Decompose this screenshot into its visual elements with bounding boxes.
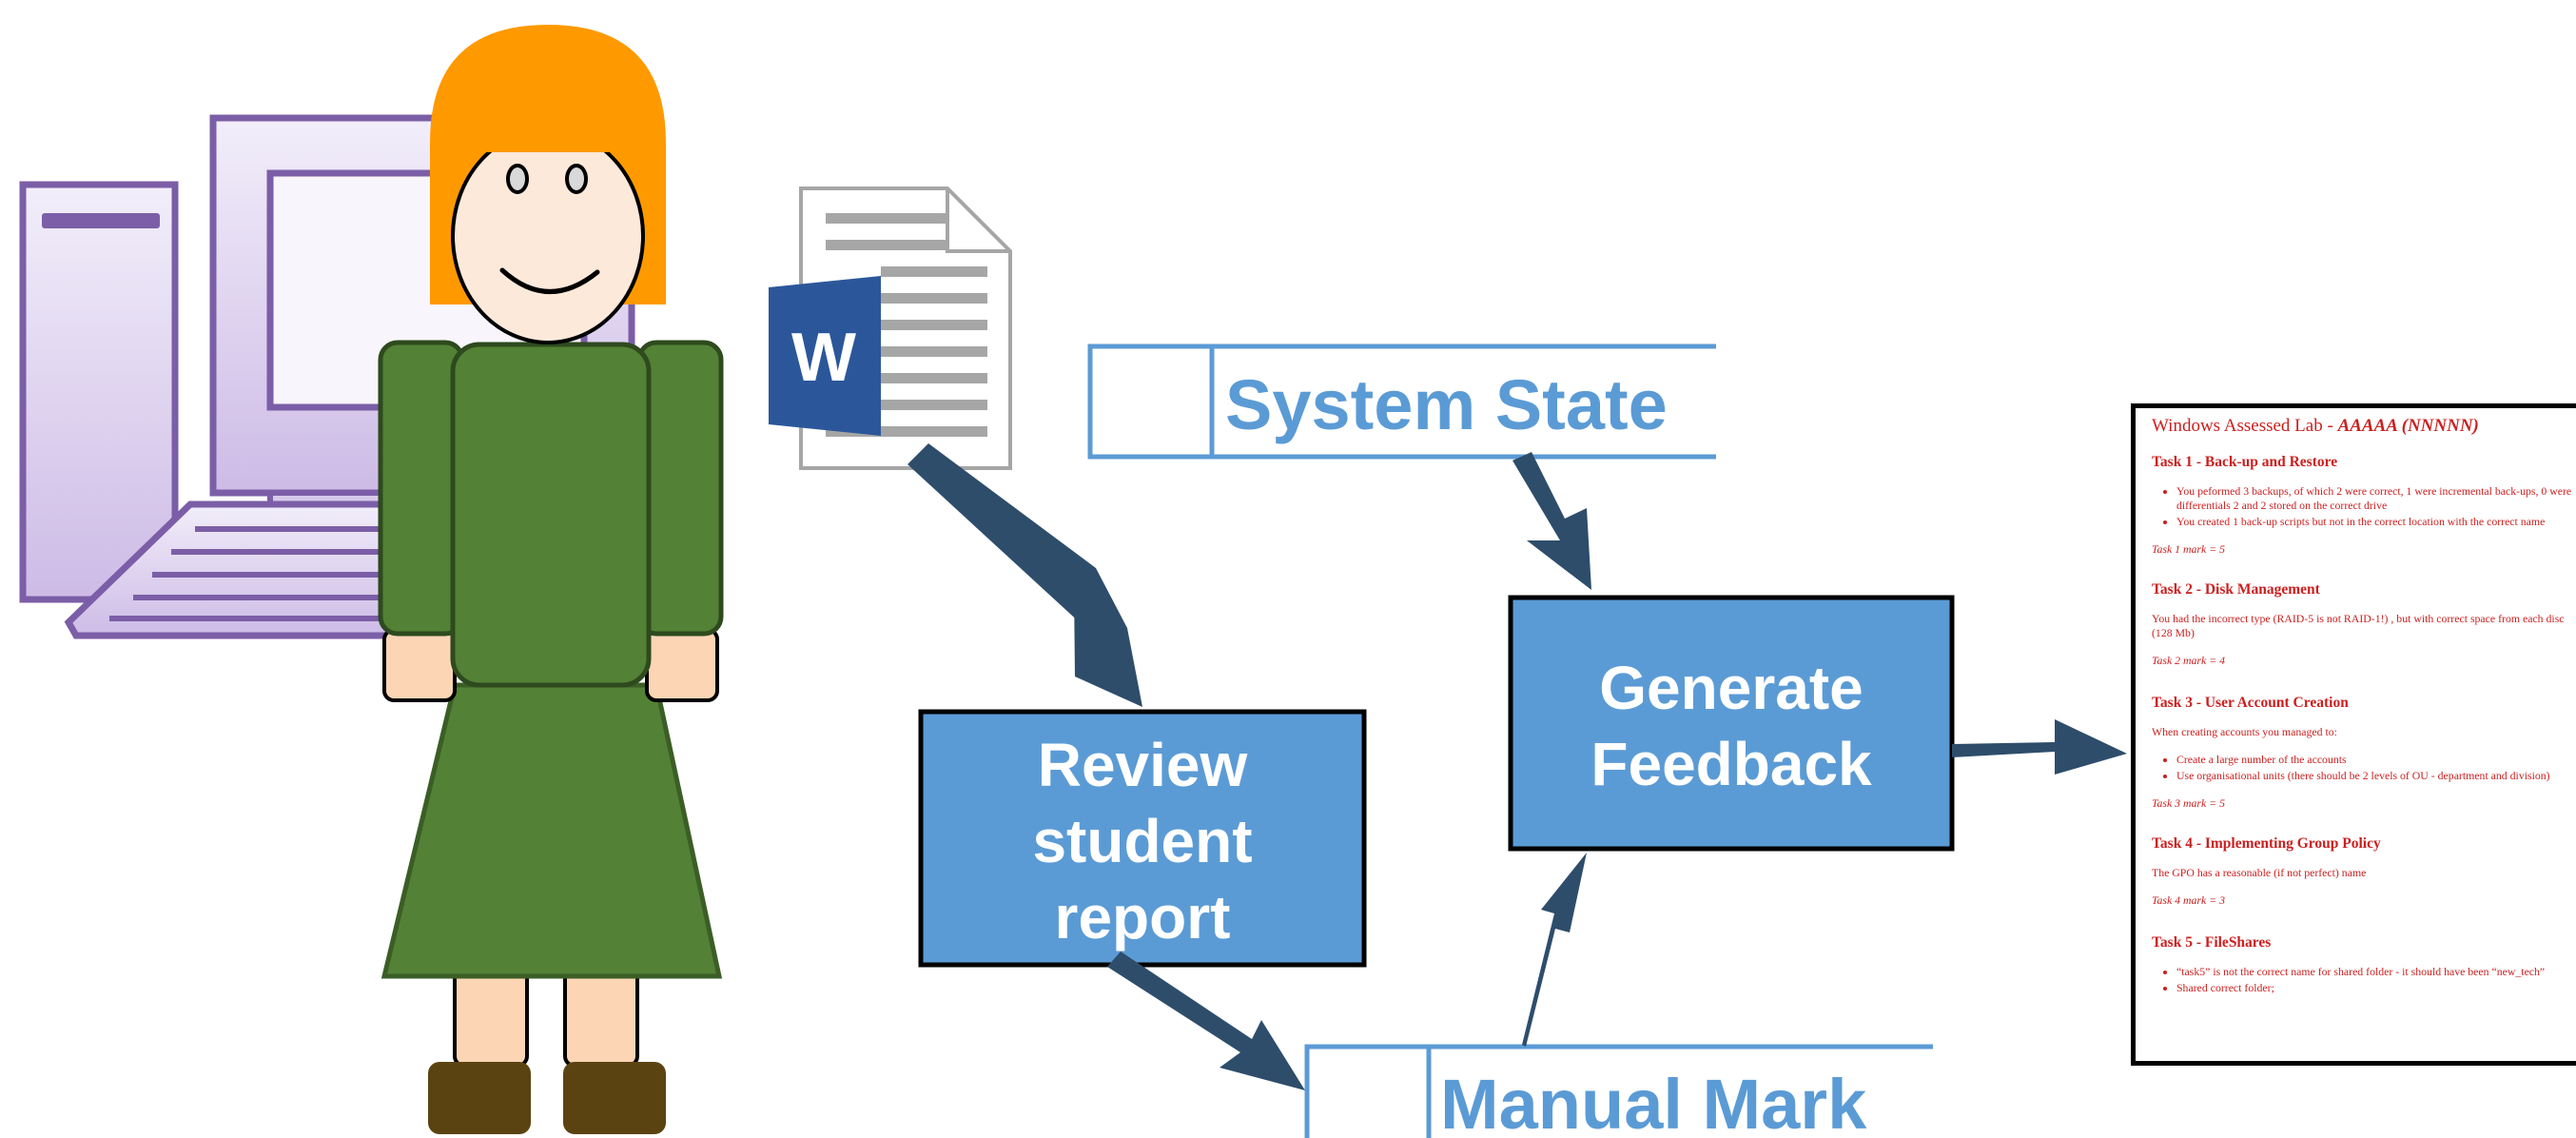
report-task-3-list: Create a large number of the accounts Us… <box>2152 753 2576 783</box>
report-task-2-mark: Task 2 mark = 4 <box>2152 654 2226 667</box>
generate-box <box>1508 595 1955 852</box>
generate-label-line-2: Feedback <box>1590 730 1872 798</box>
left-eye <box>506 164 529 194</box>
review-label-line-3: report <box>1055 883 1231 952</box>
tower-drive-slot <box>42 213 160 228</box>
report-task-2-text: You had the incorrect type (RAID-5 is no… <box>2152 612 2565 639</box>
report-task-5-bullet-2: Shared correct folder; <box>2176 981 2576 995</box>
system-state-outline <box>1087 343 1716 460</box>
report-task-1-bullet-2: You created 1 back-up scripts but not in… <box>2176 515 2576 529</box>
report-task-4-text: The GPO has a reasonable (if not perfect… <box>2152 866 2367 879</box>
review-box <box>918 709 1367 968</box>
data-store-system-state: System State <box>1087 343 1716 460</box>
right-hand <box>645 628 719 702</box>
report-task-4-heading: Task 4 - Implementing Group Policy <box>2152 835 2381 852</box>
process-review-student-report: Review student report <box>918 709 1367 968</box>
left-shoe <box>428 1062 531 1134</box>
report-task-3-text: When creating accounts you managed to: <box>2152 725 2337 738</box>
generate-label-line-1: Generate <box>1599 654 1863 722</box>
report-task-3-bullet-2: Use organisational units (there should b… <box>2176 769 2576 783</box>
report-task-3-mark: Task 3 mark = 5 <box>2152 796 2226 810</box>
arrow-manual-mark-to-generate <box>1522 853 1587 1047</box>
face <box>451 128 645 344</box>
right-arm <box>636 340 724 637</box>
report-task-4-mark: Task 4 mark = 3 <box>2152 893 2226 907</box>
hair-fringe <box>439 36 656 152</box>
report-title: Windows Assessed Lab - AAAAA (NNNNN) <box>2152 416 2576 437</box>
skirt <box>381 682 723 979</box>
document-lines <box>826 213 987 437</box>
report-task-3-bullet-1: Create a large number of the accounts <box>2176 753 2576 767</box>
report-task-1-mark: Task 1 mark = 5 <box>2152 542 2226 556</box>
document-fold <box>946 188 1010 253</box>
left-hand <box>382 628 457 702</box>
report-task-1-list: You peformed 3 backups, of which 2 were … <box>2152 484 2576 529</box>
tower-case <box>19 181 179 603</box>
report-task-5-list: “task5” is not the correct name for shar… <box>2152 965 2576 995</box>
arrow-generate-to-report <box>1952 719 2127 775</box>
report-task-5-heading: Task 5 - FileShares <box>2152 934 2272 951</box>
feedback-report-document: Windows Assessed Lab - AAAAA (NNNNN) Tas… <box>2131 403 2576 1066</box>
smile <box>499 267 600 294</box>
torso <box>450 342 652 688</box>
report-task-1-heading: Task 1 - Back-up and Restore <box>2152 454 2338 470</box>
manual-mark-label: Manual Mark <box>1440 1065 1867 1138</box>
report-task-2-heading: Task 2 - Disk Management <box>2152 581 2320 598</box>
arrow-system-state-to-generate <box>1512 452 1591 590</box>
data-store-manual-mark: Manual Mark <box>1304 1044 1933 1138</box>
report-task-3-heading: Task 3 - User Account Creation <box>2152 695 2349 711</box>
word-logo-badge <box>769 276 881 436</box>
flow-arrows <box>907 443 2127 1090</box>
review-label-line-1: Review <box>1038 731 1248 799</box>
report-title-code: AAAAA (NNNNN) <box>2337 416 2479 436</box>
process-generate-feedback: Generate Feedback <box>1508 595 1955 852</box>
word-document-icon: W <box>769 186 1012 470</box>
system-state-label: System State <box>1225 365 1668 444</box>
report-title-prefix: Windows Assessed Lab - <box>2152 416 2338 436</box>
right-eye <box>565 164 588 194</box>
review-label-line-2: student <box>1032 807 1252 875</box>
report-task-1-bullet-1: You peformed 3 backups, of which 2 were … <box>2176 484 2576 513</box>
report-task-5-bullet-1: “task5” is not the correct name for shar… <box>2176 965 2576 979</box>
word-logo-letter: W <box>791 320 856 396</box>
arrow-document-to-review <box>907 443 1142 707</box>
right-shoe <box>563 1062 666 1134</box>
manual-mark-outline <box>1304 1044 1933 1138</box>
arrow-review-to-manual-mark <box>1107 952 1305 1090</box>
student-figure <box>378 25 724 1134</box>
left-arm <box>378 340 465 637</box>
